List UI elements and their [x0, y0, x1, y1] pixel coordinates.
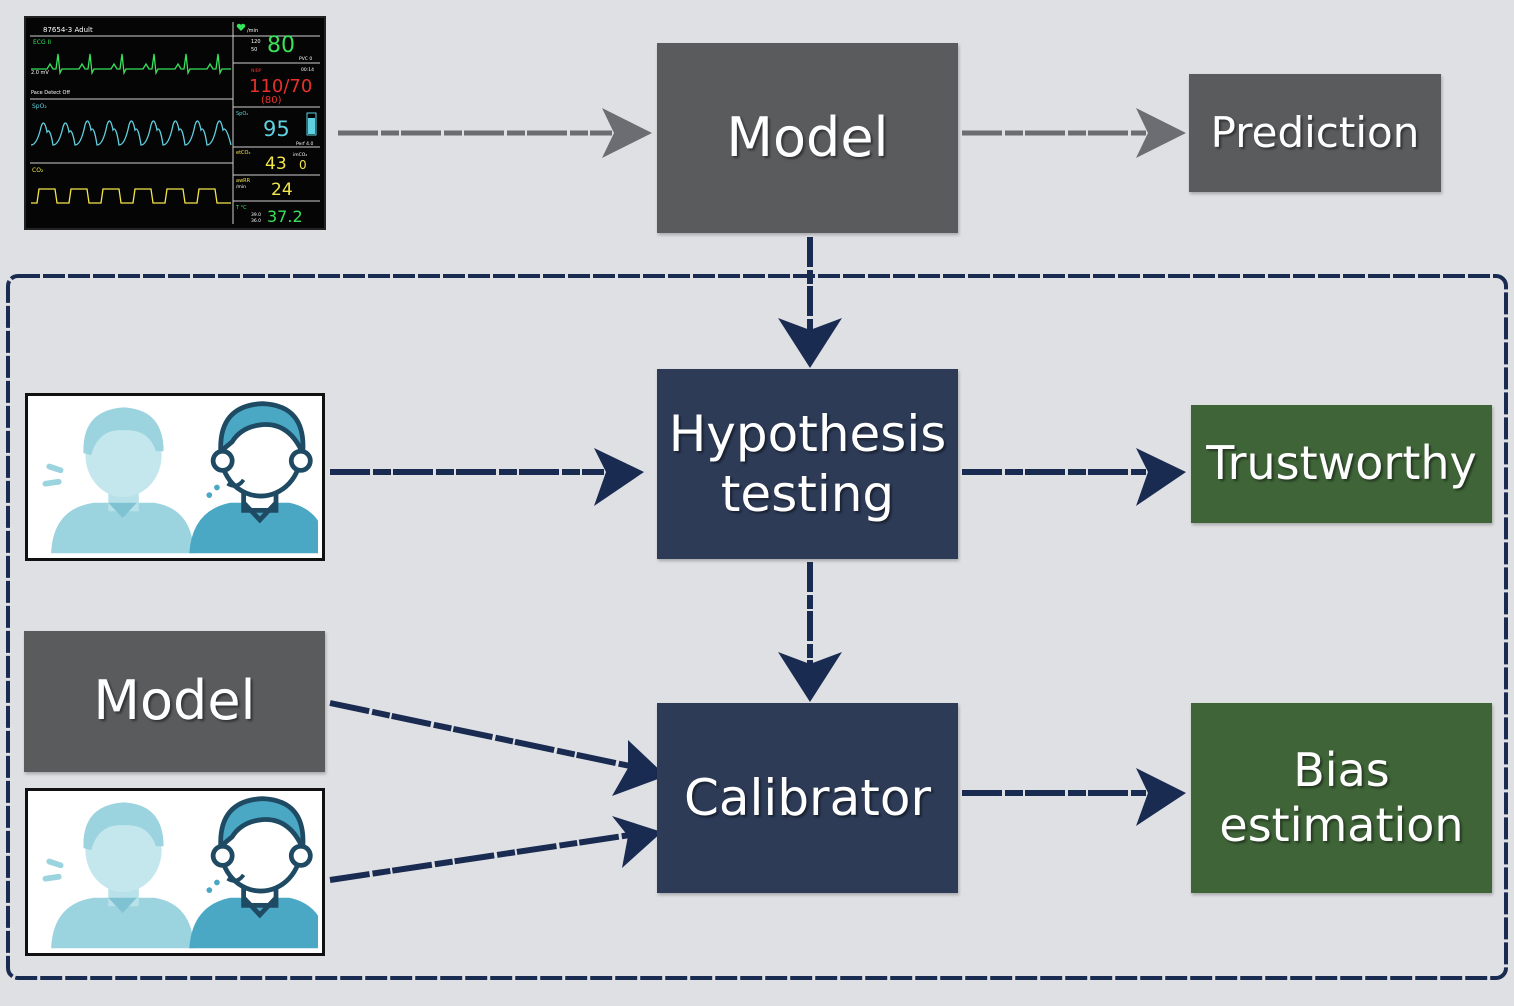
monitor-awrr-unit: /min: [236, 184, 246, 190]
bias-label-line1: Bias: [1293, 742, 1390, 797]
monitor-pace-text: Pace Detect Off: [31, 90, 70, 96]
hypothesis-label-line1: Hypothesis: [668, 405, 947, 463]
monitor-temp-lo: 36.0: [251, 218, 261, 224]
model-top-label: Model: [726, 105, 889, 169]
monitor-nibp-time: 00:14: [301, 67, 314, 73]
arrow-hypothesis-to-trustworthy: [962, 448, 1186, 506]
arrow-model-to-hypothesis: [778, 237, 842, 368]
ecg-waveform: [31, 53, 231, 76]
trustworthy-label: Trustworthy: [1206, 436, 1477, 491]
spo2-waveform: [30, 120, 232, 146]
hypothesis-testing-box: Hypothesis testing: [657, 369, 958, 559]
monitor-hr-unit: /min: [247, 28, 258, 34]
arrow-model-left-to-calibrator: [329, 700, 666, 796]
patient-monitor-icon: 87654-3 Adult ECG II 2.0 mV Pace Detect …: [24, 16, 326, 230]
people-pair-icon: [28, 791, 322, 953]
monitor-temp-value: 37.2: [267, 207, 303, 226]
monitor-bp-value: 110/70: [249, 76, 312, 97]
monitor-co2-wave-label: CO₂: [32, 167, 44, 174]
monitor-awrr-label: awRR: [236, 178, 251, 184]
monitor-bp-mean: (80): [261, 95, 282, 106]
monitor-etco2-label: etCO₂: [236, 150, 250, 156]
arrow-model-to-prediction: [962, 108, 1186, 158]
people-image-bottom: [25, 788, 325, 956]
monitor-etco2-value: 43: [265, 154, 287, 174]
hypothesis-label-line2: testing: [720, 465, 895, 523]
arrow-calibrator-to-bias: [962, 768, 1186, 826]
monitor-awrr-value: 24: [271, 180, 293, 200]
monitor-patient-text: 87654-3 Adult: [43, 26, 93, 34]
arrow-people-to-hypothesis: [330, 448, 644, 506]
pipeline-enclosure: [6, 274, 1508, 980]
bias-estimation-box: Bias estimation: [1191, 703, 1492, 893]
bias-label-line2: estimation: [1219, 798, 1464, 852]
model-top-box: Model: [657, 43, 958, 233]
trustworthy-box: Trustworthy: [1191, 405, 1492, 523]
people-pair-icon: [28, 396, 322, 558]
co2-waveform: [31, 188, 231, 204]
monitor-spo2-value: 95: [263, 117, 290, 141]
monitor-temp-hi: 39.0: [251, 212, 261, 218]
prediction-label: Prediction: [1210, 107, 1420, 157]
calibrator-box: Calibrator: [657, 703, 958, 893]
monitor-hr-hi: 120: [251, 39, 261, 45]
monitor-nibp-label: NIBP: [251, 68, 262, 74]
monitor-ecg-label: ECG II: [33, 39, 51, 46]
monitor-ecg-scale: 2.0 mV: [31, 70, 49, 76]
arrow-monitor-to-model: [338, 108, 652, 158]
monitor-spo2-label: SpO₂: [236, 111, 248, 117]
monitor-hr-value: 80: [267, 33, 295, 58]
monitor-perf: Perf 4.0: [296, 141, 313, 147]
model-left-label: Model: [93, 669, 256, 733]
monitor-spo2-wave-label: SpO₂: [32, 103, 47, 110]
monitor-hr-lo: 50: [251, 47, 257, 53]
monitor-pvc: PVC 0: [299, 56, 312, 62]
monitor-inco2-label: imCO₂: [293, 152, 307, 158]
monitor-temp-label: T °C: [235, 205, 247, 211]
people-image-top: [25, 393, 325, 561]
model-left-box: Model: [24, 631, 325, 772]
prediction-box: Prediction: [1189, 74, 1441, 192]
calibrator-label: Calibrator: [683, 769, 932, 827]
monitor-inco2-value: 0: [299, 158, 307, 172]
arrow-hypothesis-to-calibrator: [778, 562, 842, 702]
arrow-people-to-calibrator: [329, 816, 662, 883]
